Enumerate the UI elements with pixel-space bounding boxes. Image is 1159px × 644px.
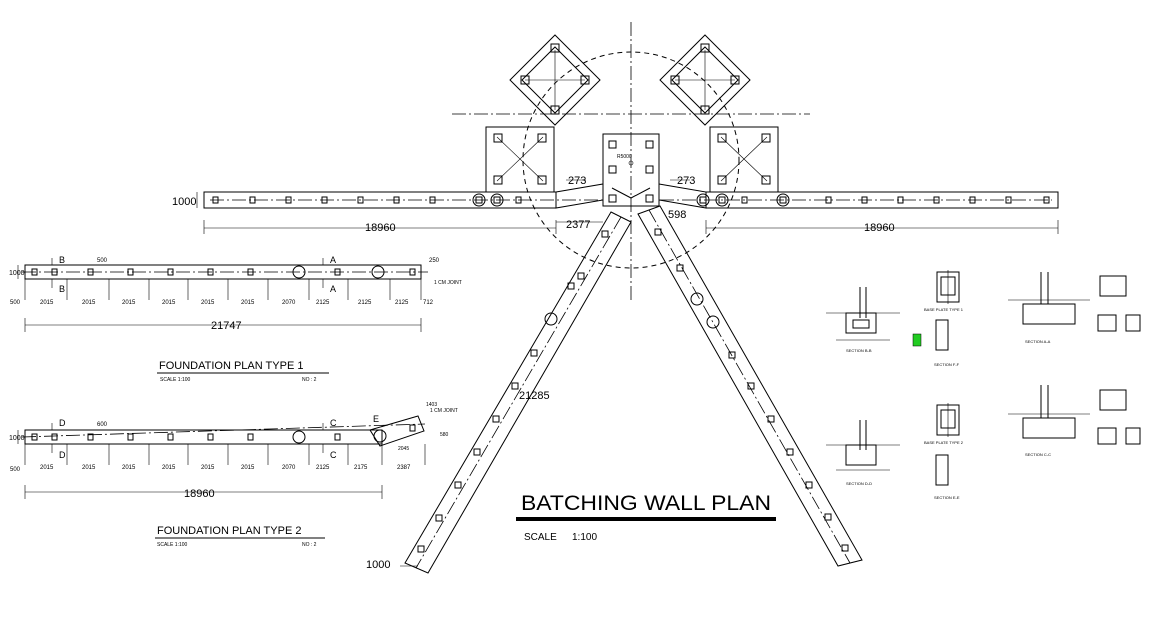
t2-mark-c2: C [330, 450, 337, 460]
t1-end-dim: 712 [423, 300, 434, 306]
central-hub: R5000 [602, 133, 660, 207]
diagonal-wall-right [637, 205, 863, 567]
dim-left-length: 18960 [365, 222, 396, 234]
t1-spacing: 2015 [162, 300, 176, 306]
anchor-marks-right [696, 193, 1050, 207]
section-a-a: SECTION A-A [1008, 272, 1141, 344]
t1-spacing: 2070 [282, 300, 296, 306]
t2-spacing: 2015 [122, 465, 136, 471]
svg-text:SECTION B-B: SECTION B-B [846, 348, 872, 353]
t1-total: 21747 [211, 320, 242, 332]
scale-label: SCALE [524, 532, 557, 543]
section-b-b: SECTION B-B [826, 287, 900, 353]
t2-left-dim: 500 [10, 467, 21, 473]
dim-diagonal-length: 21285 [519, 390, 550, 402]
connector-left [555, 183, 604, 209]
connector-right [658, 183, 707, 209]
t1-spacing: 2015 [122, 300, 136, 306]
t1-spacing: 2015 [82, 300, 96, 306]
diagonal-wall-left [404, 211, 632, 574]
dim-offset-right: 273 [677, 175, 695, 187]
t1-spacing: 2125 [358, 300, 372, 306]
t1-spacing: 2015 [201, 300, 215, 306]
t1-joint: 1 CM JOINT [434, 280, 462, 286]
t1-mark-b1: B [59, 255, 65, 265]
t2-mark-d1: D [59, 418, 66, 428]
svg-text:SECTION E-E: SECTION E-E [934, 495, 960, 500]
t1-title: FOUNDATION PLAN TYPE 1 [159, 360, 303, 372]
t1-spacing: 2125 [395, 300, 409, 306]
t1-spacing: 2015 [241, 300, 255, 306]
t1-spacing: 2015 [40, 300, 54, 306]
green-marker [912, 333, 922, 347]
t2-spacing: 2015 [40, 465, 54, 471]
svg-text:SECTION A-A: SECTION A-A [1025, 339, 1051, 344]
base-plate-1: BASE PLATE TYPE 1 SECTION F-F [924, 270, 964, 367]
dim-right-length: 18960 [864, 222, 895, 234]
t2-spacing: 2015 [82, 465, 96, 471]
t1-spacing: 2125 [316, 300, 330, 306]
plan-title: BATCHING WALL PLAN [521, 492, 771, 515]
t2-joint: 1 CM JOINT [430, 408, 458, 414]
base-plate-2: BASE PLATE TYPE 2 SECTION E-E [924, 403, 964, 500]
t2-tail-dim: 2387 [397, 465, 411, 471]
diamond-footing-right [659, 34, 751, 126]
t2-spacing: 2070 [282, 465, 296, 471]
t2-mid-dim: 2045 [398, 446, 409, 452]
t2-width: 1000 [9, 435, 25, 442]
square-footing-right [709, 126, 779, 193]
section-c-c: SECTION C-C [1008, 385, 1141, 457]
batching-wall-plan: R5000 [172, 22, 1059, 574]
svg-text:SECTION C-C: SECTION C-C [1025, 452, 1051, 457]
t2-title: FOUNDATION PLAN TYPE 2 [157, 525, 301, 537]
t2-mark-e: E [373, 414, 379, 424]
svg-text:BASE PLATE TYPE 1: BASE PLATE TYPE 1 [924, 307, 964, 312]
t2-scale: SCALE 1:100 [157, 542, 188, 548]
t2-angle-dim: 1403 [426, 402, 437, 408]
dim-center-gap: 2377 [566, 219, 590, 231]
section-d-d: SECTION D-D [826, 420, 900, 486]
t2-tail-dim: 2175 [354, 465, 368, 471]
t1-left-dim: 500 [10, 300, 21, 306]
svg-text:BASE PLATE TYPE 2: BASE PLATE TYPE 2 [924, 440, 964, 445]
t2-spacing: 2125 [316, 465, 330, 471]
foundation-plan-type-1: 1000 500 500 250 1 CM JOINT B B A A 2015… [9, 255, 462, 383]
t2-top-dim: 600 [97, 422, 108, 428]
dim-small-gap: 598 [668, 209, 686, 221]
diamond-footing-left [509, 34, 601, 126]
t2-no: NO : 2 [302, 542, 317, 548]
t2-spacing: 2015 [241, 465, 255, 471]
scale-value: 1:100 [572, 532, 597, 543]
t2-right-dim: 580 [440, 432, 449, 438]
foundation-plan-type-2: 1000 600 500 580 1403 2045 1 CM JOINT D … [9, 402, 458, 548]
section-details: SECTION B-B BASE PLATE TYPE 1 SECTION F-… [826, 270, 1141, 500]
t1-mark-a2: A [330, 284, 336, 294]
t2-spacing: 2015 [201, 465, 215, 471]
t1-width: 1000 [9, 270, 25, 277]
svg-text:SECTION F-F: SECTION F-F [934, 362, 960, 367]
t1-mark-b2: B [59, 284, 65, 294]
t1-scale: SCALE 1:100 [160, 377, 191, 383]
dim-diag-width: 1000 [366, 559, 390, 571]
anchor-marks-left [212, 193, 522, 207]
t2-spacing: 2015 [162, 465, 176, 471]
dim-offset-left: 273 [568, 175, 586, 187]
square-footing-left [485, 126, 555, 193]
dim-wall-width: 1000 [172, 196, 196, 208]
t1-top-dim: 500 [97, 258, 108, 264]
svg-text:SECTION D-D: SECTION D-D [846, 481, 872, 486]
hub-label: R5000 [617, 154, 632, 160]
t1-right-dim: 250 [429, 258, 440, 264]
t1-mark-a1: A [330, 255, 336, 265]
t2-mark-c1: C [330, 418, 337, 428]
t1-no: NO : 2 [302, 377, 317, 383]
title-underline [516, 517, 776, 521]
wall-left [203, 191, 603, 209]
t2-total: 18960 [184, 488, 215, 500]
main-dimensions [196, 179, 1059, 567]
t2-mark-d2: D [59, 450, 66, 460]
